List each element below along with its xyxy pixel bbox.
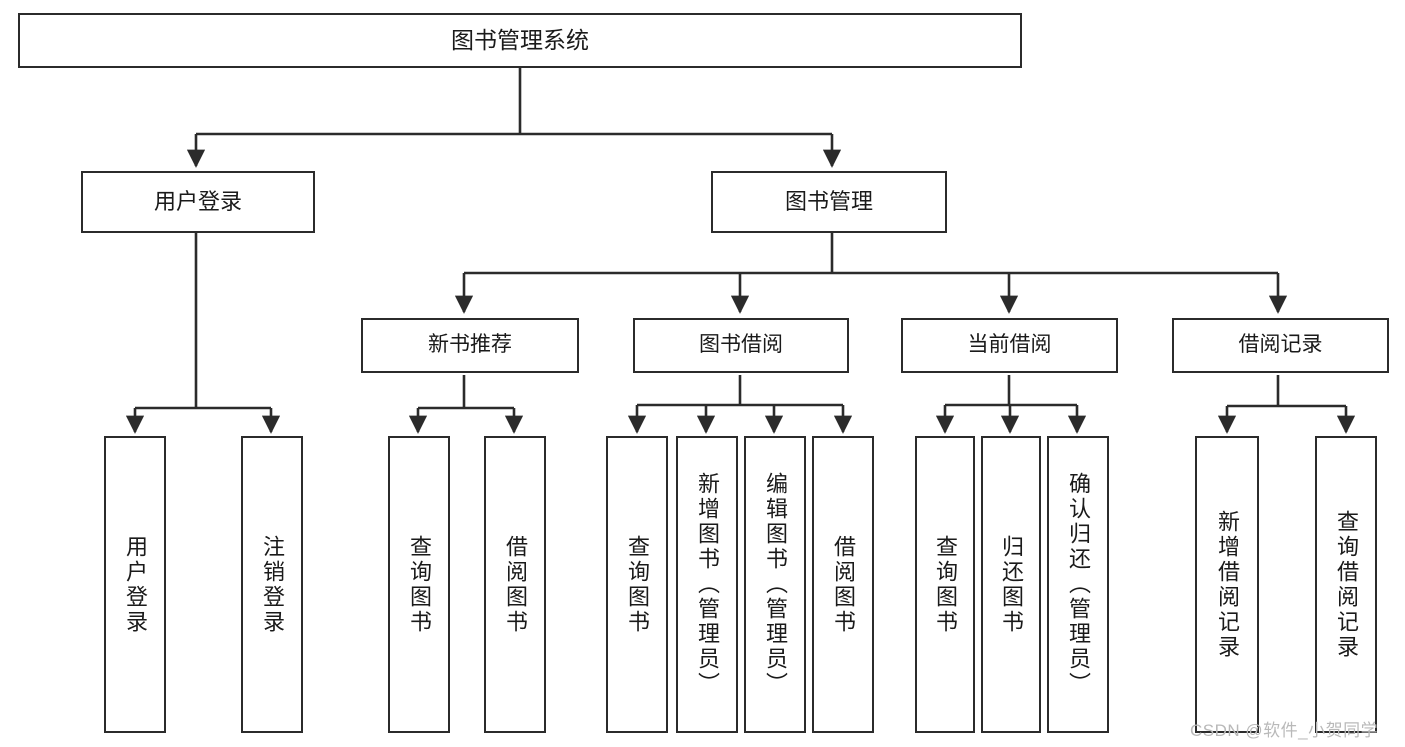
node-label: 借阅记录 (1238, 333, 1323, 357)
leaf-return-books[interactable]: 归还图书 (981, 436, 1041, 733)
node-label: 新书推荐 (428, 333, 512, 357)
leaf-edit-book-admin[interactable]: 编辑图书（管理员） (744, 436, 806, 733)
leaf-user-login[interactable]: 用户登录 (104, 436, 166, 733)
node-label: 归还图书 (999, 534, 1024, 635)
leaf-query-books-recommend[interactable]: 查询图书 (388, 436, 450, 733)
leaf-add-borrow-record[interactable]: 新增借阅记录 (1195, 436, 1259, 733)
node-user-login[interactable]: 用户登录 (81, 171, 315, 233)
leaf-add-book-admin[interactable]: 新增图书（管理员） (676, 436, 738, 733)
node-label: 当前借阅 (967, 333, 1052, 357)
leaf-query-books-current[interactable]: 查询图书 (915, 436, 975, 733)
node-label: 图书管理系统 (451, 26, 589, 53)
node-label: 确认归还（管理员） (1066, 472, 1091, 697)
node-label: 查询图书 (933, 534, 958, 635)
node-book-borrow[interactable]: 图书借阅 (633, 318, 849, 373)
node-label: 新增借阅记录 (1215, 509, 1240, 660)
leaf-borrow-books-recommend[interactable]: 借阅图书 (484, 436, 546, 733)
node-label: 用户登录 (153, 189, 242, 215)
node-label: 借阅图书 (503, 534, 528, 635)
leaf-borrow-books[interactable]: 借阅图书 (812, 436, 874, 733)
leaf-confirm-return-admin[interactable]: 确认归还（管理员） (1047, 436, 1109, 733)
node-label: 用户登录 (123, 534, 148, 635)
watermark: CSDN @软件_小贺同学 (1190, 721, 1379, 740)
node-label: 借阅图书 (831, 534, 856, 635)
node-book-management[interactable]: 图书管理 (711, 171, 947, 233)
node-label: 图书借阅 (699, 333, 783, 357)
node-new-book-recommend[interactable]: 新书推荐 (361, 318, 579, 373)
node-label: 查询图书 (625, 534, 650, 635)
node-label: 新增图书（管理员） (695, 472, 720, 697)
node-label: 编辑图书（管理员） (763, 472, 788, 697)
node-label: 图书管理 (784, 189, 873, 215)
leaf-query-books-borrow[interactable]: 查询图书 (606, 436, 668, 733)
leaf-query-borrow-record[interactable]: 查询借阅记录 (1315, 436, 1377, 733)
node-root[interactable]: 图书管理系统 (18, 13, 1022, 68)
node-label: 查询借阅记录 (1334, 509, 1359, 660)
node-label: 注销登录 (260, 534, 285, 635)
node-current-borrow[interactable]: 当前借阅 (901, 318, 1118, 373)
node-label: 查询图书 (407, 534, 432, 635)
leaf-logout[interactable]: 注销登录 (241, 436, 303, 733)
node-borrow-records[interactable]: 借阅记录 (1172, 318, 1389, 373)
